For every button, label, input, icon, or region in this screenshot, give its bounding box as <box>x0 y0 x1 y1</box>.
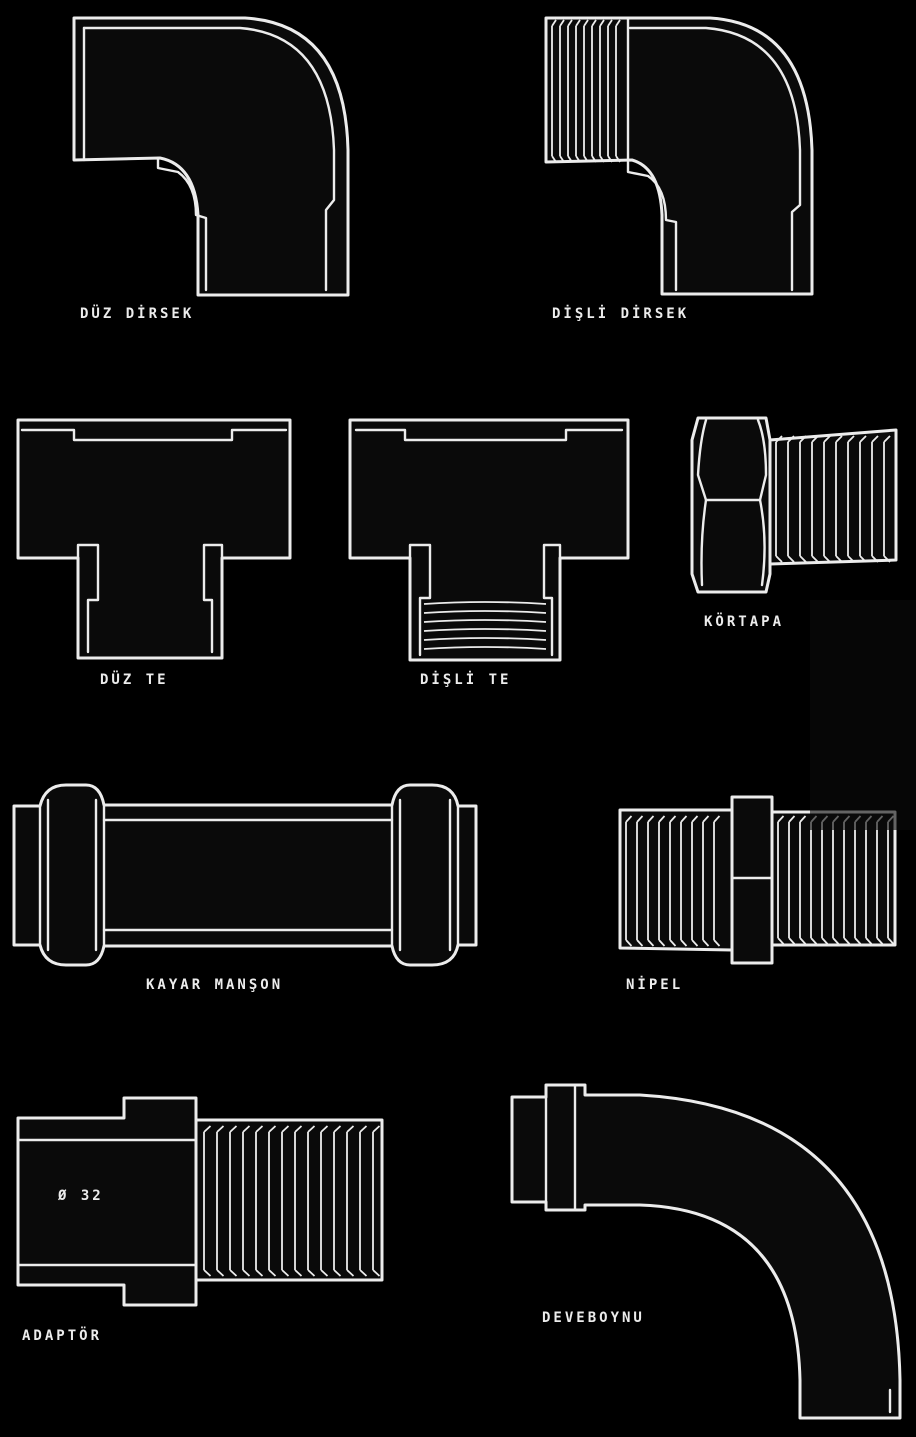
nipel-drawing <box>618 795 897 965</box>
disli-dirsek-drawing <box>544 16 814 296</box>
label-adaptor: ADAPTÖR <box>22 1328 103 1344</box>
adaptor-drawing: Ø 32 <box>16 1096 384 1307</box>
disli-te-drawing <box>348 418 630 662</box>
duz-te-drawing <box>16 418 292 660</box>
duz-dirsek-drawing <box>72 16 350 297</box>
kortapa-drawing <box>690 416 898 594</box>
kayar-manson-drawing <box>12 783 478 967</box>
label-duz-te: DÜZ TE <box>100 672 169 688</box>
label-disli-dirsek: DİŞLİ DİRSEK <box>552 306 690 322</box>
print-bleed-shadow <box>810 600 916 830</box>
adaptor-dimension: Ø 32 <box>57 1188 104 1204</box>
label-nipel: NİPEL <box>626 977 684 993</box>
label-disli-te: DİŞLİ TE <box>420 672 512 688</box>
label-deveboynu: DEVEBOYNU <box>542 1310 645 1326</box>
deveboynu-drawing <box>510 1083 902 1420</box>
label-kortapa: KÖRTAPA <box>704 614 785 630</box>
label-duz-dirsek: DÜZ DİRSEK <box>80 306 195 322</box>
label-kayar-manson: KAYAR MANŞON <box>146 977 284 993</box>
